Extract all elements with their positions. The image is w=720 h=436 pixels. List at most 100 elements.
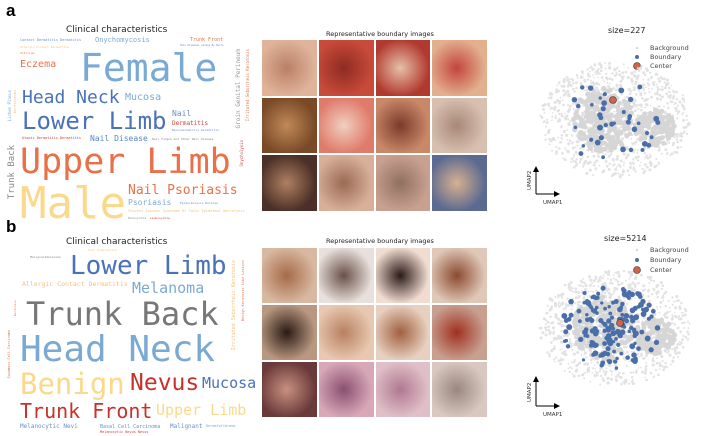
umap-scatter-b: size=5214 Background Boundary Center UMA… — [527, 234, 691, 418]
background-point — [610, 370, 614, 373]
background-point — [597, 309, 603, 315]
background-point — [574, 290, 578, 294]
background-point — [649, 75, 654, 79]
background-point — [564, 147, 567, 150]
background-point — [675, 138, 679, 141]
background-point — [557, 318, 561, 321]
background-point — [676, 146, 680, 149]
background-point — [676, 104, 680, 107]
background-point — [656, 96, 659, 99]
background-point — [575, 140, 579, 143]
background-point — [561, 115, 564, 118]
background-point — [607, 291, 611, 295]
background-point — [617, 163, 621, 167]
background-point — [579, 279, 582, 282]
background-point — [650, 127, 656, 133]
boundary-point — [589, 340, 594, 345]
background-point — [549, 108, 552, 110]
background-point — [593, 76, 595, 79]
boundary-image — [318, 248, 374, 303]
boundary-point — [629, 291, 636, 298]
background-point — [570, 361, 573, 364]
background-point — [555, 146, 558, 149]
background-point — [651, 357, 655, 360]
boundary-image — [262, 155, 317, 211]
background-point — [587, 290, 590, 293]
background-point — [559, 348, 562, 351]
background-point — [570, 104, 573, 107]
background-point — [576, 77, 579, 79]
background-point — [685, 114, 689, 118]
images-title-a: Representative boundary images — [326, 30, 434, 38]
background-point — [557, 296, 560, 299]
background-point — [662, 299, 665, 302]
background-point — [605, 165, 609, 168]
background-point — [568, 80, 571, 84]
background-point — [607, 66, 612, 70]
background-point — [644, 369, 647, 373]
background-point — [610, 373, 613, 376]
background-point — [608, 112, 614, 118]
background-point — [655, 305, 658, 308]
background-point — [585, 171, 589, 175]
boundary-image — [375, 305, 431, 360]
background-point — [633, 86, 636, 90]
legend-background: Background — [650, 246, 689, 254]
background-point — [598, 164, 601, 167]
boundary-point — [612, 349, 616, 354]
background-point — [583, 281, 586, 285]
boundary-point — [621, 291, 628, 298]
background-point — [656, 362, 659, 365]
background-point — [638, 70, 641, 73]
background-point — [610, 78, 614, 81]
background-point — [549, 128, 551, 131]
boundary-point — [606, 318, 612, 324]
boundary-point — [600, 301, 604, 305]
background-point — [624, 328, 626, 331]
background-point — [553, 105, 557, 109]
background-point — [573, 155, 575, 158]
background-point — [557, 293, 561, 297]
background-point — [674, 306, 678, 310]
background-point — [599, 69, 603, 73]
background-point — [564, 158, 567, 162]
background-point — [546, 326, 549, 329]
boundary-point — [598, 318, 604, 324]
background-point — [645, 378, 648, 382]
background-point — [642, 71, 646, 75]
background-point — [643, 151, 647, 154]
word: Basal Cell Carcinoma — [100, 424, 161, 430]
background-point — [575, 114, 581, 120]
background-point — [553, 360, 556, 363]
background-point — [570, 308, 573, 311]
word: Lichen Planus — [7, 90, 12, 122]
boundary-point — [601, 100, 608, 106]
background-point — [546, 130, 551, 134]
background-point — [674, 132, 678, 137]
background-point — [597, 285, 600, 288]
arrow-head — [533, 166, 539, 172]
background-point — [573, 90, 577, 93]
background-point — [680, 311, 683, 314]
background-point — [595, 159, 599, 163]
background-point — [680, 134, 684, 138]
background-point — [617, 172, 620, 175]
background-point — [616, 280, 620, 283]
background-point — [550, 299, 554, 302]
background-point — [664, 112, 667, 115]
boundary-point — [590, 295, 595, 300]
background-point — [546, 351, 549, 354]
boundary-point — [605, 325, 610, 330]
word: Scar Acquisition — [88, 248, 117, 252]
background-point — [610, 174, 614, 178]
background-point — [641, 321, 647, 327]
background-point — [627, 353, 630, 356]
background-point — [626, 126, 632, 132]
background-point — [568, 370, 571, 374]
boundary-point — [581, 144, 586, 148]
background-point — [566, 78, 570, 82]
background-point — [579, 82, 582, 85]
background-point — [588, 168, 592, 172]
background-point — [551, 119, 553, 122]
background-point — [548, 297, 552, 301]
